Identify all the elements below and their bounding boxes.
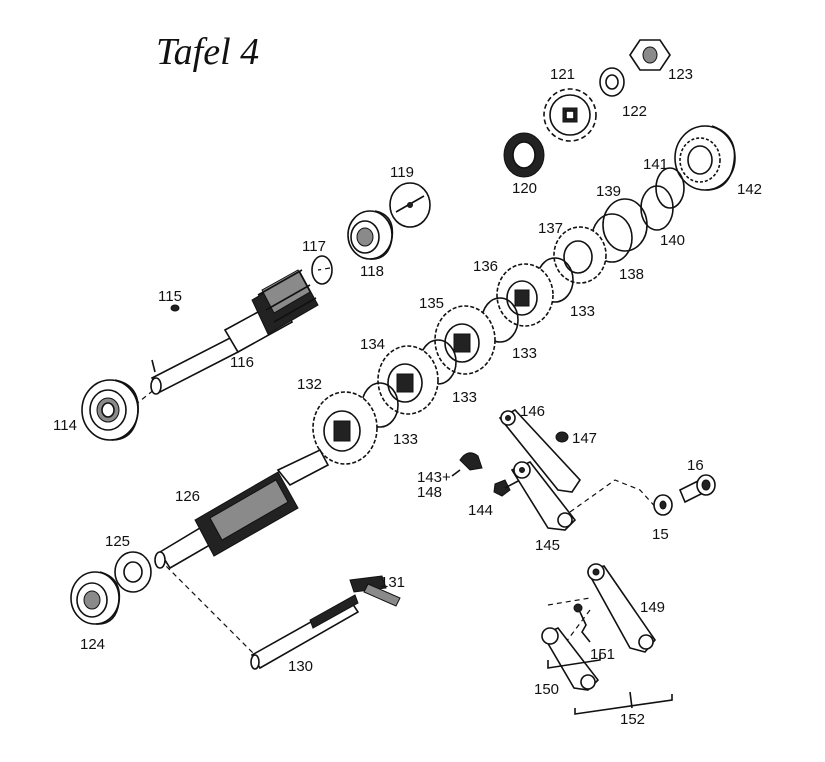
label-141: 141 xyxy=(643,156,668,173)
part-136-gear xyxy=(496,263,554,327)
label-144: 144 xyxy=(468,502,493,519)
label-125: 125 xyxy=(105,533,130,550)
label-114: 114 xyxy=(53,417,77,434)
label-117: 117 xyxy=(302,238,326,255)
label-126: 126 xyxy=(175,488,200,505)
label-131: 131 xyxy=(380,574,405,591)
part-15-washer xyxy=(653,494,673,516)
part-146-lever-arm xyxy=(498,409,582,493)
part-134-gear xyxy=(377,345,439,415)
part-115-key xyxy=(170,304,180,312)
label-123: 123 xyxy=(668,66,693,83)
label-147: 147 xyxy=(572,430,597,447)
label-152: 152 xyxy=(620,711,645,728)
label-151: 151 xyxy=(590,646,615,663)
part-147-nut xyxy=(555,431,569,443)
label-135: 135 xyxy=(419,295,444,312)
label-130: 130 xyxy=(288,658,313,675)
label-133-c: 133 xyxy=(452,389,477,406)
part-137-gear xyxy=(553,226,607,284)
label-150: 150 xyxy=(534,681,559,698)
label-138: 138 xyxy=(619,266,644,283)
part-119-plate xyxy=(389,182,431,228)
part-150-lever xyxy=(541,627,600,691)
part-151-spring xyxy=(573,603,591,643)
label-140: 140 xyxy=(660,232,685,249)
label-118: 118 xyxy=(360,263,384,280)
label-15: 15 xyxy=(652,526,669,543)
label-133-d: 133 xyxy=(393,431,418,448)
part-141-circlip xyxy=(655,167,685,209)
label-142: 142 xyxy=(737,181,762,198)
part-125-washer xyxy=(114,551,152,593)
part-139-washer xyxy=(602,198,648,252)
part-124-bearing xyxy=(70,571,121,625)
label-124: 124 xyxy=(80,636,105,653)
part-118-bearing xyxy=(347,210,394,260)
part-122-washer xyxy=(599,67,625,97)
assembly-lines xyxy=(134,267,661,656)
part-130-selector-rod xyxy=(250,594,360,670)
label-149: 149 xyxy=(640,599,665,616)
label-133-a: 133 xyxy=(570,303,595,320)
label-145: 145 xyxy=(535,537,560,554)
part-labels: 114 115 116 117 118 119 120 121 122 123 … xyxy=(53,66,762,728)
label-121: 121 xyxy=(550,66,575,83)
label-139: 139 xyxy=(596,183,621,200)
part-149-lever xyxy=(586,563,657,653)
part-120-seal xyxy=(503,132,545,178)
label-143-line1: 143+ xyxy=(417,469,451,486)
part-123-nut xyxy=(629,39,671,71)
label-146: 146 xyxy=(520,403,545,420)
label-132: 132 xyxy=(297,376,322,393)
leader-lines xyxy=(151,359,461,477)
plate-title: Tafel 4 xyxy=(156,31,260,73)
label-137: 137 xyxy=(538,220,563,237)
label-119: 119 xyxy=(390,164,414,181)
label-136: 136 xyxy=(473,258,498,275)
part-144-bolt xyxy=(493,479,521,497)
part-114-bearing xyxy=(81,379,139,441)
part-132-gear xyxy=(312,391,378,465)
label-122: 122 xyxy=(622,103,647,120)
part-116-main-shaft xyxy=(150,269,319,395)
label-116: 116 xyxy=(230,354,254,371)
label-148-line2: 148 xyxy=(417,484,442,501)
label-16: 16 xyxy=(687,457,704,474)
label-133-b: 133 xyxy=(512,345,537,362)
part-131-selector-key xyxy=(349,575,401,607)
part-117-circlip xyxy=(311,255,333,285)
part-142-roller-bearing xyxy=(674,125,736,191)
label-115: 115 xyxy=(158,288,182,305)
label-134: 134 xyxy=(360,336,385,353)
part-145-lever xyxy=(510,461,577,531)
part-16-bolt xyxy=(678,474,716,504)
label-120: 120 xyxy=(512,180,537,197)
part-152-bracket xyxy=(547,654,673,715)
part-143-clip xyxy=(459,452,483,471)
part-121-sprocket xyxy=(543,88,597,142)
part-126-layshaft xyxy=(154,448,330,570)
part-135-gear xyxy=(434,305,496,375)
